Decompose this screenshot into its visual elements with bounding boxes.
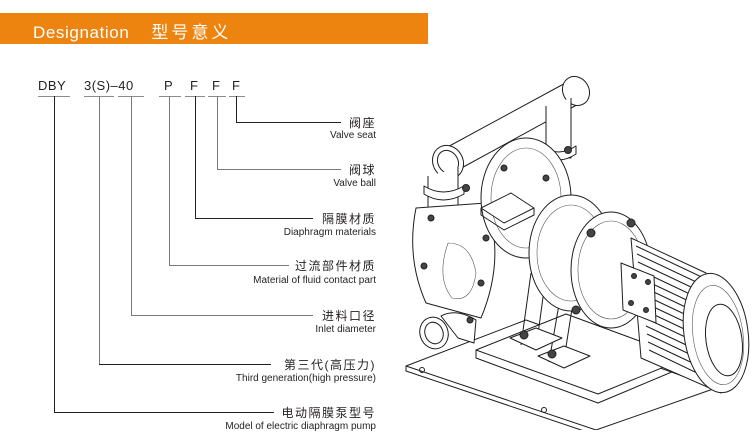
left-diaphragm-chamber bbox=[412, 202, 496, 319]
code-underline bbox=[159, 96, 181, 97]
inlet-port bbox=[419, 312, 477, 350]
label-generation-cn: 第三代(高压力) bbox=[284, 358, 376, 372]
label-valve-ball-en: Valve ball bbox=[333, 178, 376, 189]
connector-generation bbox=[99, 96, 100, 365]
label-inlet-diameter-cn: 进料口径 bbox=[321, 309, 376, 323]
code-part-generation-diameter: 3(S)–40 bbox=[84, 78, 134, 93]
motor-support bbox=[509, 272, 591, 369]
pump-illustration bbox=[386, 58, 754, 436]
label-fluid-material-cn: 过流部件材质 bbox=[294, 259, 376, 273]
connector-diaphragm-h bbox=[195, 218, 313, 219]
code-part-valve-seat: F bbox=[232, 78, 241, 93]
connector-fluid-material bbox=[169, 96, 170, 266]
section-title-en: Designation bbox=[33, 23, 130, 42]
code-underline bbox=[229, 96, 245, 97]
label-model-cn: 电动隔膜泵型号 bbox=[281, 406, 376, 420]
section-title-cn: 型号意义 bbox=[151, 23, 232, 42]
label-valve-seat-cn: 阀座 bbox=[348, 116, 376, 130]
electric-motor bbox=[620, 237, 750, 394]
label-fluid-material-en: Material of fluid contact part bbox=[253, 275, 376, 286]
section-header-banner: Designation 型号意义 bbox=[0, 13, 428, 44]
connector-generation-h bbox=[99, 364, 271, 365]
electric-diaphragm-pump-icon bbox=[405, 75, 750, 436]
connector-valve-seat bbox=[236, 96, 237, 123]
manifold-clamps bbox=[423, 145, 577, 201]
label-diaphragm-cn: 隔膜材质 bbox=[321, 212, 376, 226]
connector-diaphragm bbox=[195, 96, 196, 219]
connector-model bbox=[54, 96, 55, 413]
connector-valve-ball-h bbox=[217, 169, 341, 170]
label-inlet-diameter-en: Inlet diameter bbox=[315, 324, 376, 335]
connector-fluid-material-h bbox=[169, 265, 289, 266]
connector-model-h bbox=[54, 412, 274, 413]
connector-valve-ball bbox=[217, 96, 218, 170]
code-part-valve-ball: F bbox=[212, 78, 221, 93]
connector-inlet-diameter-h bbox=[131, 315, 313, 316]
label-generation-en: Third generation(high pressure) bbox=[235, 373, 376, 384]
code-part-diaphragm: F bbox=[190, 78, 199, 93]
section-title: Designation 型号意义 bbox=[33, 18, 231, 43]
label-diaphragm-en: Diaphragm materials bbox=[283, 227, 376, 238]
connector-inlet-diameter bbox=[131, 96, 132, 316]
code-part-fluid-material: P bbox=[164, 78, 174, 93]
code-part-model: DBY bbox=[38, 78, 67, 93]
label-valve-ball-cn: 阀球 bbox=[348, 163, 376, 177]
connector-valve-seat-h bbox=[236, 122, 341, 123]
label-valve-seat-en: Valve seat bbox=[330, 130, 376, 141]
label-model-en: Model of electric diaphragm pump bbox=[225, 421, 376, 432]
